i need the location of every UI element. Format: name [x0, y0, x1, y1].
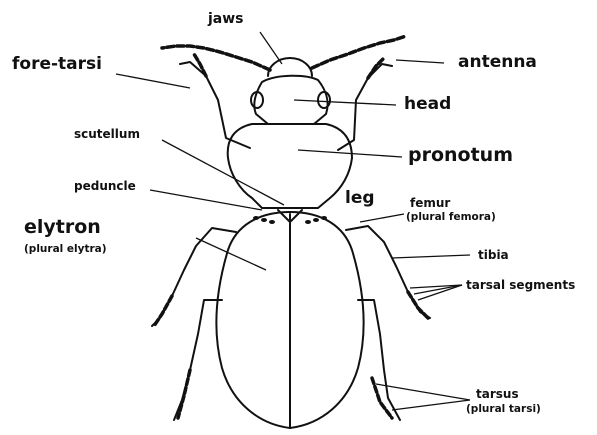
leader-tibia [392, 255, 470, 258]
leader-tarsus-2 [392, 400, 470, 410]
left-middle-tarsus [154, 296, 172, 326]
label-femur: femur [410, 197, 450, 209]
label-fore-tarsi: fore-tarsi [12, 56, 102, 73]
label-peduncle: peduncle [74, 180, 136, 192]
label-elytron-plural: (plural elytra) [24, 244, 107, 255]
leader-head [294, 100, 396, 105]
label-tarsal-segments: tarsal segments [466, 279, 575, 291]
leader-fore-tarsi [116, 74, 190, 88]
label-leg: leg [345, 190, 375, 207]
label-pronotum: pronotum [408, 146, 513, 165]
right-fore-tarsus [368, 58, 384, 78]
left-hind-tarsus [178, 370, 190, 418]
label-head: head [404, 96, 451, 113]
label-tarsus: tarsus [476, 388, 519, 400]
pronotum [228, 124, 352, 208]
left-antenna [162, 46, 270, 70]
leader-pronotum [298, 150, 402, 157]
label-antenna: antenna [458, 54, 537, 71]
right-middle-tarsus [408, 292, 428, 318]
label-elytron: elytron [24, 218, 101, 237]
head [254, 76, 327, 124]
leader-jaws [260, 32, 282, 64]
label-tibia: tibia [478, 249, 509, 261]
label-tarsus-plural: (plural tarsi) [466, 404, 541, 415]
leader-tarsus-1 [376, 384, 470, 400]
left-fore-tarsus [194, 54, 206, 76]
leader-antenna [396, 60, 444, 63]
label-scutellum: scutellum [74, 128, 140, 140]
label-jaws: jaws [208, 12, 244, 26]
leader-femur [360, 214, 404, 222]
jaws [268, 58, 312, 76]
right-antenna [312, 36, 406, 68]
left-fore-leg [180, 62, 250, 148]
label-femur-plural: (plural femora) [406, 212, 496, 223]
